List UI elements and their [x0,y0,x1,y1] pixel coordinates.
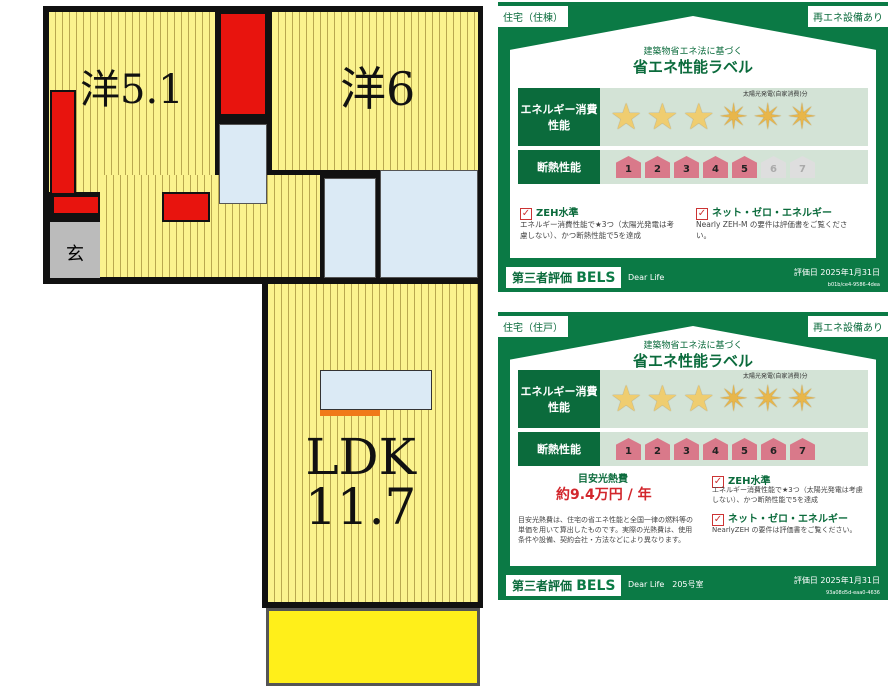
check-icon: ✓ [712,514,724,526]
insulation-header: 断熱性能 [518,150,600,184]
check-icon: ✓ [696,208,708,220]
level: 2 [645,156,670,178]
closet [219,12,267,116]
evaluation-date: 評価日 2025年1月31日 [793,268,880,277]
room-western-6 [272,12,478,170]
hallway [100,175,320,277]
type-tag: 住宅（住戸） [498,316,568,337]
company: Dear Life [628,273,665,282]
level: 6 [761,156,786,178]
subtitle: 建築物省エネ法に基づく [643,47,743,57]
energy-row: エネルギー消費性能 太陽光発電(自家消費)分 ★★★✴✴✴ [518,88,868,146]
subtitle: 建築物省エネ法に基づく [643,341,743,351]
zeh-text: エネルギー消費性能で★3つ（太陽光発電は考慮しない）、かつ断熱性能で5を達成 [712,486,863,504]
entrance [50,222,100,278]
bels-logo: 第三者評価 BELS [506,267,622,288]
level: 2 [645,438,670,460]
level: 5 [732,438,757,460]
level: 4 [703,438,728,460]
renewable-tag: 再エネ設備あり [808,6,888,27]
energy-row: エネルギー消費性能 太陽光発電(自家消費)分 ★★★✴✴✴ [518,370,868,428]
closet [50,90,76,195]
check-icon: ✓ [712,476,724,488]
solar-note: 太陽光発電(自家消費)分 [743,373,808,380]
level: 3 [674,156,699,178]
washroom [324,178,376,278]
type-tag: 住宅（住棟） [498,6,568,27]
cost-note: 目安光熱費は、住宅の省エネ性能と全国一律の燃料等の単価を用いて算出したものです。… [518,516,693,544]
room-label: 洋6 [340,62,416,116]
energy-header: エネルギー消費性能 [518,88,600,146]
zeh-title: ZEH水準 [536,208,579,219]
renewable-tag: 再エネ設備あり [808,316,888,337]
solar-note: 太陽光発電(自家消費)分 [743,91,808,98]
label-title: 省エネ性能ラベル [632,352,753,370]
energy-label-unit: 住宅（住戸） 再エネ設備あり 建築物省エネ法に基づく 省エネ性能ラベル エネルギ… [498,312,888,600]
kitchen-counter [320,370,432,410]
level: 7 [790,156,815,178]
zeh-text: エネルギー消費性能で★3つ（太陽光発電は考慮しない）、かつ断熱性能で5を達成 [520,220,674,240]
room-label: LDK 11.7 [305,428,417,536]
nze-title: ネット・ゼロ・エネルギー [712,208,832,219]
star-rating: ★★★✴✴✴ [610,97,818,138]
room-western-5-1 [49,12,215,192]
energy-label-building: 住宅（住棟） 再エネ設備あり 建築物省エネ法に基づく 省エネ性能ラベル エネルギ… [498,2,888,292]
energy-header: エネルギー消費性能 [518,370,600,428]
nze-title: ネット・ゼロ・エネルギー [728,514,848,525]
evaluation-date: 評価日 2025年1月31日 [793,576,880,585]
nze-text: NearlyZEH の要件は評価書をご覧ください。 [712,526,857,534]
level: 4 [703,156,728,178]
closet [162,192,210,222]
room-label: 洋5.1 [80,67,184,113]
cost-value: 約9.4万円 / 年 [556,487,652,503]
code: 93a08d5d-eaa0-4636 [825,590,880,596]
level: 3 [674,438,699,460]
balcony [266,608,480,686]
shoe-box [52,195,100,215]
company: Dear Life 205号室 [628,580,704,589]
cost-header: 目安光熱費 [578,474,628,485]
nze-text: Nearly ZEH-M の要件は評価書をご覧ください。 [696,220,848,240]
insulation-header: 断熱性能 [518,432,600,466]
bels-logo: 第三者評価 BELS [506,575,622,596]
bathroom [380,170,478,278]
level: 1 [616,156,641,178]
star-rating: ★★★✴✴✴ [610,379,818,420]
level: 6 [761,438,786,460]
level: 5 [732,156,757,178]
level: 7 [790,438,815,460]
code: b01b/ce4-9586-4dea [827,282,880,288]
toilet [219,124,267,204]
zeh-title: ZEH水準 [728,476,771,487]
level: 1 [616,438,641,460]
room-ldk [268,284,478,602]
label-title: 省エネ性能ラベル [632,58,753,76]
room-label: 玄 [66,244,84,265]
check-icon: ✓ [520,208,532,220]
